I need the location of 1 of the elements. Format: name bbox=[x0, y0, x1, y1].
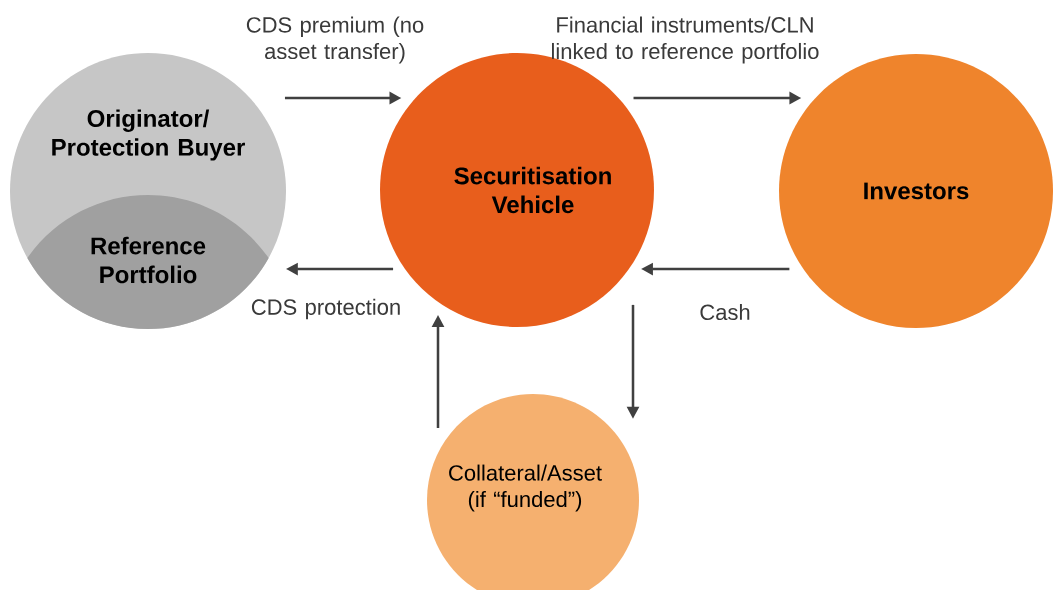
edge-label: Cash bbox=[700, 303, 750, 321]
